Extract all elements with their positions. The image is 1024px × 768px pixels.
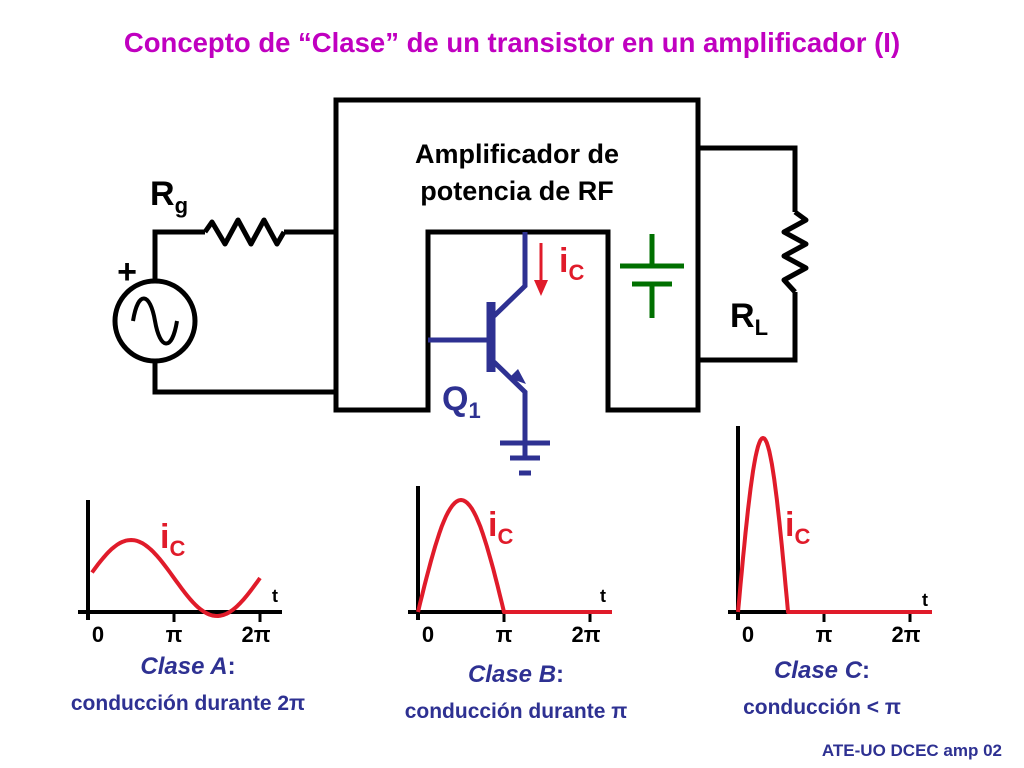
- tick-label: 2π: [571, 622, 600, 647]
- conduction-description: conducción durante π: [405, 700, 628, 723]
- emitter-arrow: [509, 369, 526, 384]
- graph-ic-label-main: i: [488, 506, 497, 544]
- graph-ic-label-main: i: [785, 506, 794, 544]
- tick-label: π: [166, 622, 183, 647]
- graph-ic-label-main: i: [160, 518, 169, 556]
- q1-label: Q1: [442, 380, 481, 423]
- amplifier-label-line1: Amplificador de: [415, 139, 619, 169]
- dc-supply-icon: [620, 234, 684, 318]
- tick-label: 0: [742, 622, 754, 647]
- conduction-description: conducción < π: [743, 696, 901, 719]
- conduction-description: conducción durante 2π: [71, 692, 305, 715]
- class-caption-suffix: :: [556, 661, 564, 688]
- source-wiring: [152, 229, 336, 395]
- ic-label: iC: [559, 242, 584, 285]
- q1-label-main: Q: [442, 380, 468, 418]
- tick-label: 2π: [241, 622, 270, 647]
- class-caption: Clase C:: [774, 657, 870, 684]
- tick-label: 0: [422, 622, 434, 647]
- graph-ic-label-sub: C: [794, 524, 810, 549]
- rl-label: RL: [730, 297, 768, 340]
- class-caption-suffix: :: [228, 653, 236, 680]
- amplifier-label-line2: potencia de RF: [420, 176, 614, 206]
- rg-label: Rg: [150, 175, 188, 218]
- class-caption-suffix: :: [862, 657, 870, 684]
- class-caption-prefix: Clase: [140, 653, 210, 680]
- q1-label-sub: 1: [468, 398, 480, 423]
- footer-label: ATE-UO DCEC amp 02: [822, 741, 1002, 760]
- class-caption-letter: B: [539, 661, 556, 688]
- ic-arrow-head: [534, 280, 548, 296]
- graph-ic-label-sub: C: [169, 536, 185, 561]
- graph-ic-label: iC: [488, 506, 513, 549]
- source-plus-sign: +: [117, 253, 137, 291]
- ic-label-main: i: [559, 242, 568, 280]
- tick-label: π: [496, 622, 513, 647]
- rg-label-main: R: [150, 175, 175, 213]
- load-wiring: [698, 145, 798, 363]
- resistor-icon: [202, 217, 287, 247]
- class-caption: Clase B:: [468, 661, 564, 688]
- tick-label: 2π: [891, 622, 920, 647]
- circuit-diagram: Amplificador de potencia de RF Rg + RL: [112, 97, 809, 476]
- tick-label: 0: [92, 622, 104, 647]
- class-caption-letter: A: [209, 653, 227, 680]
- class-caption-prefix: Clase: [774, 657, 845, 684]
- time-axis-label: t: [600, 586, 606, 606]
- class-caption-prefix: Clase: [468, 661, 539, 688]
- ic-waveform: [416, 498, 612, 614]
- ic-waveform: [736, 436, 932, 614]
- tick-label: π: [816, 622, 833, 647]
- ic-waveform: [90, 538, 262, 618]
- npn-transistor-icon: [428, 232, 550, 476]
- amplifier-block: [333, 97, 701, 413]
- class-caption: Clase A:: [140, 653, 235, 680]
- time-axis-label: t: [272, 586, 278, 606]
- slide-title: Concepto de “Clase” de un transistor en …: [124, 27, 900, 58]
- time-axis-label: t: [922, 590, 928, 610]
- ic-label-sub: C: [568, 260, 584, 285]
- rl-label-main: R: [730, 297, 755, 335]
- graph-ic-label-sub: C: [497, 524, 513, 549]
- rg-label-sub: g: [175, 193, 188, 218]
- graph-ic-label: iC: [160, 518, 185, 561]
- graph-ic-label: iC: [785, 506, 810, 549]
- class-caption-letter: C: [845, 657, 863, 684]
- ac-source-icon: [112, 278, 198, 364]
- resistor-icon: [781, 209, 809, 294]
- rl-label-sub: L: [755, 315, 768, 340]
